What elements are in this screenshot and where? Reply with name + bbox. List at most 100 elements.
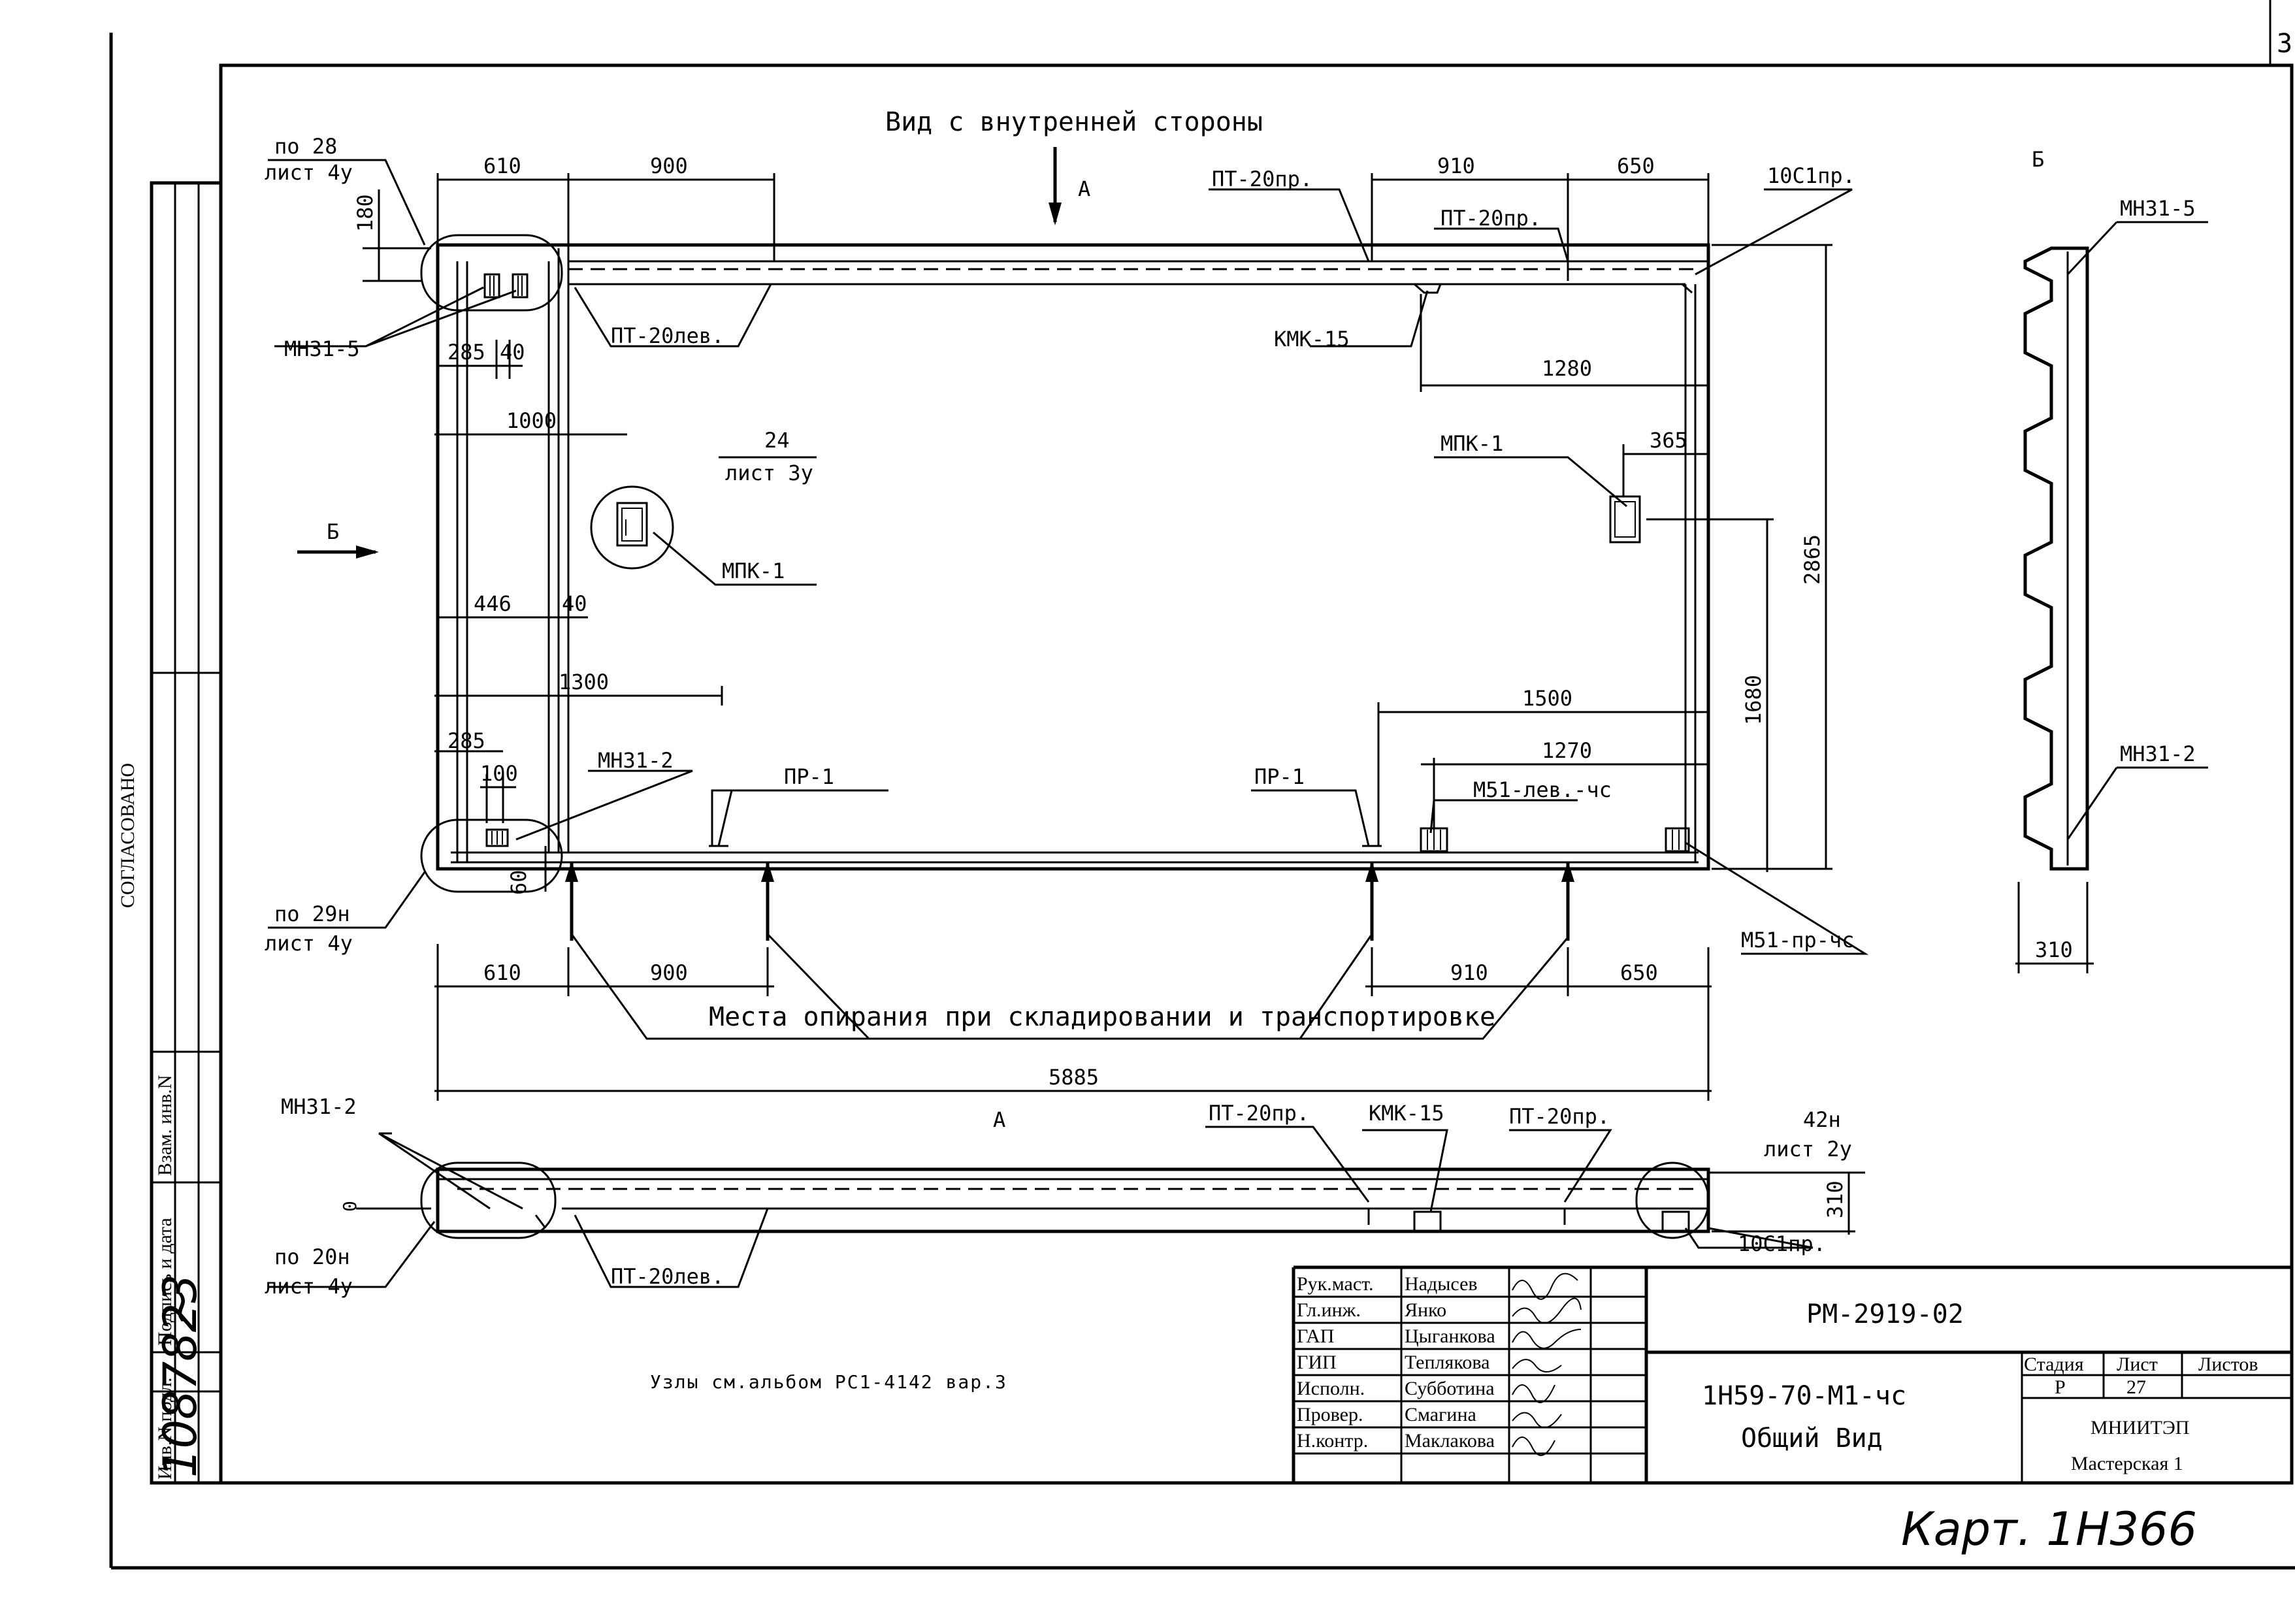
callout-pt20pr-2: ПТ-20пр.: [1440, 206, 1541, 231]
callout-mn31-5-right: МН31-5: [2120, 196, 2196, 221]
dim-610-top: 610: [483, 154, 521, 178]
tb-role-2: Гл.инж.: [1297, 1299, 1361, 1321]
tb-role-5: Исполн.: [1297, 1378, 1365, 1399]
dim-2865: 2865: [1800, 534, 1825, 585]
callout-mn31-5-left: МН31-5: [284, 336, 360, 361]
callout-list4y-3: лист 4у: [265, 1274, 353, 1299]
approval-label: СОГЛАСОВАНО: [117, 763, 138, 908]
m51-pr-plate: [1665, 827, 1690, 853]
tb-doc-code: РМ-2919-02: [1806, 1299, 1964, 1329]
plan-node-circle-left: [420, 1161, 557, 1239]
archive-note: Карт. 1Н366: [1901, 1502, 2197, 1556]
node-circle-bottom-left: [420, 819, 563, 893]
callout-10c1-top: 10С1пр.: [1767, 163, 1855, 188]
section-b-left: Б: [327, 519, 339, 544]
tb-sheet-value: 27: [2126, 1376, 2146, 1398]
margin-inv-podl: Инв.N подл.: [154, 1378, 176, 1480]
callout-mn31-2-left: МН31-2: [598, 748, 674, 773]
tb-role-1: Рук.маст.: [1297, 1273, 1374, 1295]
dim-60: 60: [506, 869, 531, 895]
mpk1-right-plate: [1609, 495, 1641, 544]
callout-mpk1-right: МПК-1: [1440, 431, 1503, 456]
dim-1000: 1000: [506, 408, 557, 433]
dim-365: 365: [1650, 428, 1687, 453]
dim-1300: 1300: [559, 670, 609, 694]
mn31-5-plate-2: [512, 273, 529, 299]
panel-plan-view: [268, 1126, 1865, 1288]
callout-kmk15-top: КМК-15: [1274, 327, 1350, 351]
dim-310-side: 310: [2035, 937, 2073, 962]
callout-10c1-b: 10С1пр.: [1738, 1231, 1826, 1256]
dim-100: 100: [480, 761, 518, 786]
tb-role-6: Провер.: [1297, 1404, 1363, 1425]
dim-610-bottom: 610: [483, 960, 521, 985]
callout-pt20pr-b1: ПТ-20пр.: [1209, 1101, 1309, 1126]
tb-sheets-header: Листов: [2198, 1354, 2258, 1375]
tb-role-7: Н.контр.: [1297, 1430, 1368, 1452]
node-circle-top-left: [420, 234, 563, 312]
callout-node42: 42н: [1803, 1107, 1841, 1132]
callout-node24: 24: [764, 428, 790, 453]
callout-m51-lev: М51-лев.-чс: [1473, 777, 1612, 802]
callout-pr1-left: ПР-1: [784, 764, 834, 789]
callout-pt20lev-b: ПТ-20лев.: [611, 1264, 724, 1289]
dim-910-bottom: 910: [1450, 960, 1488, 985]
tb-stage-value: Р: [2055, 1376, 2066, 1398]
margin-podpis-value: ~: [154, 1288, 207, 1326]
tb-role-3: ГАП: [1297, 1325, 1334, 1347]
dim-1270: 1270: [1542, 738, 1592, 763]
tb-name-1: Надысев: [1405, 1273, 1478, 1295]
callout-po29: по 29н: [274, 901, 350, 926]
sheet-number: 3: [2277, 29, 2292, 59]
tb-sheet-header: Лист: [2117, 1354, 2158, 1375]
tb-signatures: [1512, 1273, 1582, 1456]
dim-285-bottom: 285: [448, 728, 485, 753]
mpk1-left-circle: [590, 485, 674, 570]
callout-pr1-right: ПР-1: [1254, 764, 1305, 789]
kmk15-detail: [1414, 283, 1442, 294]
dim-285-top: 285: [448, 340, 485, 365]
callout-mpk1-left: МПК-1: [722, 559, 785, 583]
dim-310-bottom: 310: [1823, 1180, 1847, 1218]
callout-kmk15-b: КМК-15: [1369, 1101, 1444, 1126]
callout-m51-pr: М51-пр-чс: [1741, 928, 1854, 952]
callout-list3y: лист 3у: [725, 461, 813, 485]
tb-org: МНИИТЭП: [2091, 1417, 2189, 1438]
tb-name-6: Смагина: [1405, 1404, 1476, 1425]
tb-sheet-title: Общий Вид: [1741, 1423, 1883, 1453]
dim-900-top: 900: [650, 154, 688, 178]
panel-side-view: [2015, 221, 2208, 973]
tb-name-7: Маклакова: [1405, 1430, 1495, 1452]
section-b-right: Б: [2032, 147, 2044, 172]
section-a-top: А: [1078, 176, 1090, 201]
tb-workshop: Мастерская 1: [2071, 1453, 2183, 1474]
dim-910-top: 910: [1437, 154, 1475, 178]
dim-0: 0: [339, 1201, 361, 1212]
nodes-note: Узлы см.альбом РС1-4142 вар.3: [650, 1371, 1007, 1393]
callout-list4y-1: лист 4у: [265, 160, 353, 185]
margin-podpis-data: Подпись и дата: [154, 1218, 176, 1346]
panel-front-view: [436, 243, 1710, 871]
callout-pt20pr-1: ПТ-20пр.: [1212, 167, 1312, 191]
dim-900-bottom: 900: [650, 960, 688, 985]
margin-stamp: [150, 181, 223, 1485]
margin-vzam-inv: Взам. инв.N: [154, 1075, 176, 1176]
mn31-5-plate-1: [483, 273, 500, 299]
margin-inv-value: 1087823: [154, 1274, 207, 1478]
callout-list4y-2: лист 4у: [265, 931, 353, 956]
section-a-bottom: А: [993, 1107, 1005, 1132]
leader-lines: [268, 159, 1869, 955]
callout-mn31-2-bottom: МН31-2: [281, 1094, 357, 1119]
dim-1680: 1680: [1741, 675, 1766, 725]
tb-name-2: Янко: [1405, 1299, 1446, 1321]
callout-po20: по 20н: [274, 1244, 350, 1269]
plan-10c1-plate: [1661, 1210, 1690, 1233]
title-block: [1292, 1265, 2292, 1483]
plan-node-circle-right: [1635, 1161, 1710, 1239]
callout-po28: по 28: [274, 134, 337, 159]
supports-note: Места опирания при складировании и транс…: [709, 1002, 1495, 1032]
dim-650-bottom: 650: [1620, 960, 1658, 985]
callout-pt20pr-b2: ПТ-20пр.: [1509, 1104, 1610, 1129]
